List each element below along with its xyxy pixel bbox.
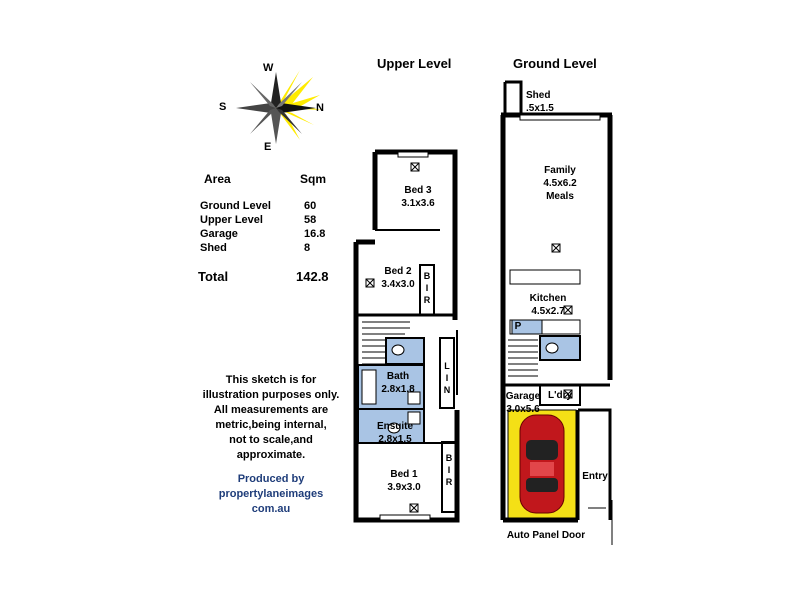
area-row-name: Ground Level [200,200,271,212]
compass-south-label: S [219,101,227,113]
compass-west-label: W [263,62,274,74]
room-label-shed: Shed .5x1.5 [526,89,566,115]
room-size: 3.9x3.0 [387,482,421,493]
room-name: Ensuite [376,421,414,432]
laundry-label: L'dry [547,390,573,401]
auto-panel-door-label: Auto Panel Door [506,530,586,541]
room-size: 2.8x1.5 [378,434,412,445]
room-size: 2.8x1.8 [381,384,415,395]
compass-icon [236,70,322,144]
ceiling-light-icon [551,243,573,399]
sqm-header: Sqm [300,172,327,186]
room-label-bath: Bath 2.8x1.8 [374,370,422,396]
disclaimer-line: not to scale,and [229,434,313,446]
bir-letter: I [425,283,429,293]
bir-letter: R [445,477,453,487]
room-label-family: Family 4.5x6.2 Meals [530,164,590,203]
room-label-ensuite: Ensuite 2.8x1.5 [366,420,424,446]
bir-letter: B [423,271,431,281]
room-name: Bed 1 [390,469,418,480]
disclaimer-note: This sketch is for illustration purposes… [196,373,346,463]
car-icon [519,414,565,514]
room-name: Bath [386,371,410,382]
room-size: 4.5x2.7 [531,306,565,317]
room-name: Shed [526,90,551,101]
entry-label: Entry [582,471,608,482]
area-total-label: Total [198,269,229,284]
credit-note: Produced by propertylaneimages com.au [196,472,346,517]
room-name: Bed 3 [404,185,432,196]
bir-label-upper: B I R [420,270,434,306]
credit-line: Produced by [237,473,305,485]
ground-level-title: Ground Level [513,56,597,71]
lin-letter: I [445,373,449,383]
ceiling-light-icon [365,162,420,513]
disclaimer-line: All measurements are [213,404,329,416]
room-size: 3.0x5.6 [506,404,540,415]
disclaimer-line: This sketch is for [225,374,317,386]
lin-letter: N [443,385,451,395]
lin-label: L I N [440,360,454,396]
room-name: Garage [505,391,541,402]
room-name: Family [544,165,576,176]
room-extra: Meals [546,191,574,202]
area-total-value: 142.8 [296,269,329,284]
area-row-value: 58 [304,214,317,226]
room-name: Bed 2 [384,266,412,277]
ground-level-plan [500,80,613,545]
ground-wet-areas [511,319,581,361]
area-row-value: 8 [304,242,311,254]
credit-line: com.au [251,503,291,515]
area-row-value: 16.8 [304,228,326,240]
room-size: 3.1x3.6 [401,198,435,209]
lin-letter: L [444,361,450,371]
room-label-kitchen: Kitchen 4.5x2.7 [520,292,576,318]
area-row-name: Upper Level [200,214,263,226]
area-row-name: Garage [200,228,238,240]
room-label-bed3: Bed 3 3.1x3.6 [385,184,451,210]
pantry-label: P [514,321,522,332]
area-row-value: 60 [304,200,317,212]
room-label-bed1: Bed 1 3.9x3.0 [378,468,430,494]
upper-level-title: Upper Level [377,56,452,71]
room-label-garage: Garage 3.0x5.6 [503,390,543,416]
disclaimer-line: illustration purposes only. [202,389,340,401]
room-size: 3.4x3.0 [381,279,415,290]
compass-east-label: E [264,141,272,153]
room-size: 4.5x6.2 [543,178,577,189]
bir-letter: R [423,295,431,305]
disclaimer-line: approximate. [236,449,306,461]
area-row-name: Shed [200,242,227,254]
compass-north-label: N [316,102,324,114]
disclaimer-line: metric,being internal, [215,419,327,431]
room-size: .5x1.5 [526,103,554,114]
area-header: Area [204,172,231,186]
credit-line: propertylaneimages [218,488,324,500]
room-name: Kitchen [529,293,567,304]
bir-letter: B [445,453,453,463]
upper-wet-areas [356,337,455,444]
bir-letter: I [447,465,451,475]
room-label-bed2: Bed 2 3.4x3.0 [376,265,420,291]
bir-label-lower: B I R [442,452,456,488]
